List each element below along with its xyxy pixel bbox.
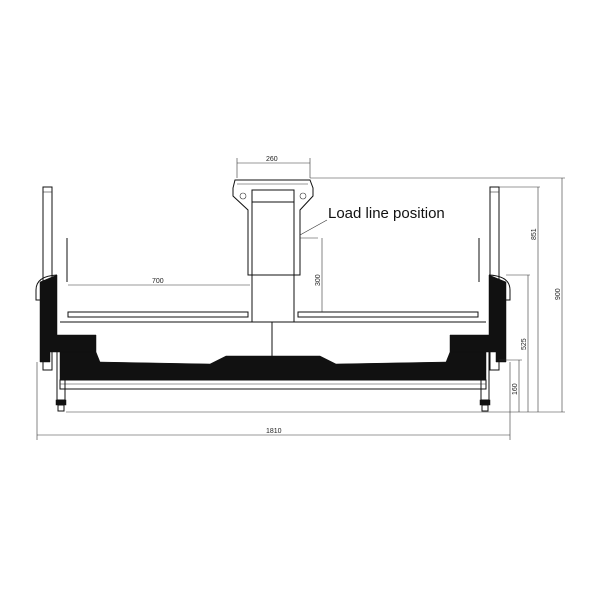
left-wall bbox=[35, 238, 97, 363]
dimension-300: 300 bbox=[300, 237, 323, 312]
center-head bbox=[232, 179, 314, 323]
dimension-label: 1810 bbox=[266, 428, 282, 435]
right-wall bbox=[449, 238, 511, 363]
dimension-label: 300 bbox=[315, 274, 322, 286]
right-dimensions: 900 851 525 160 bbox=[66, 177, 565, 413]
dimension-1810: 1810 bbox=[36, 362, 511, 440]
dimension-260: 260 bbox=[236, 156, 311, 178]
load-line-callout: Load line position bbox=[299, 205, 445, 236]
dimension-label: 851 bbox=[531, 228, 538, 240]
dimension-700: 700 bbox=[68, 278, 250, 286]
right-shelf bbox=[297, 311, 479, 318]
dimension-label: 260 bbox=[266, 156, 278, 163]
left-shelf bbox=[67, 311, 249, 318]
base-frame bbox=[59, 379, 487, 390]
dimension-label: 900 bbox=[555, 288, 562, 300]
basin bbox=[59, 351, 487, 381]
callout-label: Load line position bbox=[328, 205, 445, 222]
dimension-label: 700 bbox=[152, 278, 164, 285]
dimension-label: 525 bbox=[521, 338, 528, 350]
dimension-label: 160 bbox=[512, 383, 519, 395]
